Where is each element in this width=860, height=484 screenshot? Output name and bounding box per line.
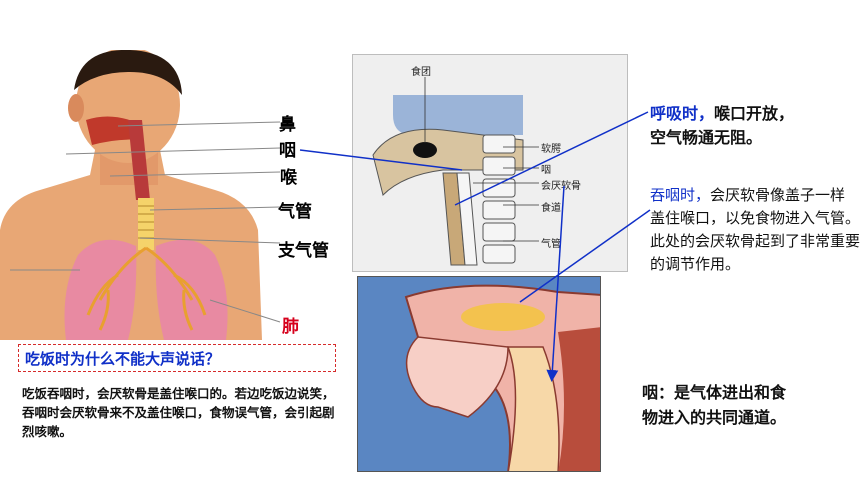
answer-text: 吃饭吞咽时，会厌软骨是盖住喉口的。若边吃饭边说笑，吞咽时会厌软骨来不及盖住喉口，… bbox=[22, 386, 335, 439]
swallowing-explanation: 吞咽时，会厌软骨像盖子一样盖住喉口，以免食物进入气管。此处的会厌软骨起到了非常重… bbox=[650, 184, 860, 276]
pharynx-note-line2: 物进入的共同通道。 bbox=[642, 408, 787, 427]
nose-label: 鼻 bbox=[279, 115, 296, 135]
diagram-pharynx-label: 咽 bbox=[541, 165, 551, 176]
bronchi-label: 支气管 bbox=[278, 241, 329, 261]
breathing-explanation: 呼吸时，喉口开放， 空气畅通无阻。 bbox=[650, 102, 794, 150]
throat-section-drawing bbox=[372, 77, 539, 266]
lung-label: 肺 bbox=[282, 317, 299, 337]
esophagus-label: 食道 bbox=[541, 203, 561, 214]
soft-palate-label: 软腭 bbox=[541, 144, 561, 155]
pharynx-note-line1: 咽：是气体进出和食 bbox=[642, 383, 787, 402]
breathing-lead: 呼吸时， bbox=[650, 104, 715, 123]
throat-section-diagram: 食团 软腭 咽 会厌软骨 食道 气管 bbox=[352, 54, 628, 272]
pharynx-label: 咽 bbox=[279, 141, 296, 161]
pharynx-note: 咽：是气体进出和食 物进入的共同通道。 bbox=[642, 380, 786, 430]
breathing-line1: 喉口开放， bbox=[714, 104, 795, 123]
larynx-label: 喉 bbox=[280, 168, 297, 188]
throat-swallow-illustration bbox=[357, 276, 601, 472]
question-text: 吃饭时为什么不能大声说话？ bbox=[25, 350, 221, 368]
food-bolus-label: 食团 bbox=[411, 67, 431, 78]
respiratory-system-illustration bbox=[0, 50, 281, 340]
swallowing-lead: 吞咽时， bbox=[650, 186, 711, 204]
diagram-trachea-label: 气管 bbox=[541, 239, 561, 250]
throat-swallow-drawing bbox=[358, 277, 600, 471]
epiglottis-label: 会厌软骨 bbox=[541, 181, 581, 192]
breathing-line2: 空气畅通无阻。 bbox=[650, 128, 763, 147]
question-box: 吃饭时为什么不能大声说话？ bbox=[18, 344, 336, 372]
trachea-label: 气管 bbox=[278, 202, 312, 222]
swallowing-rest: 会厌软骨像盖子一样盖住喉口，以免食物进入气管。此处的会厌软骨起到了非常重要的调节… bbox=[650, 186, 860, 273]
